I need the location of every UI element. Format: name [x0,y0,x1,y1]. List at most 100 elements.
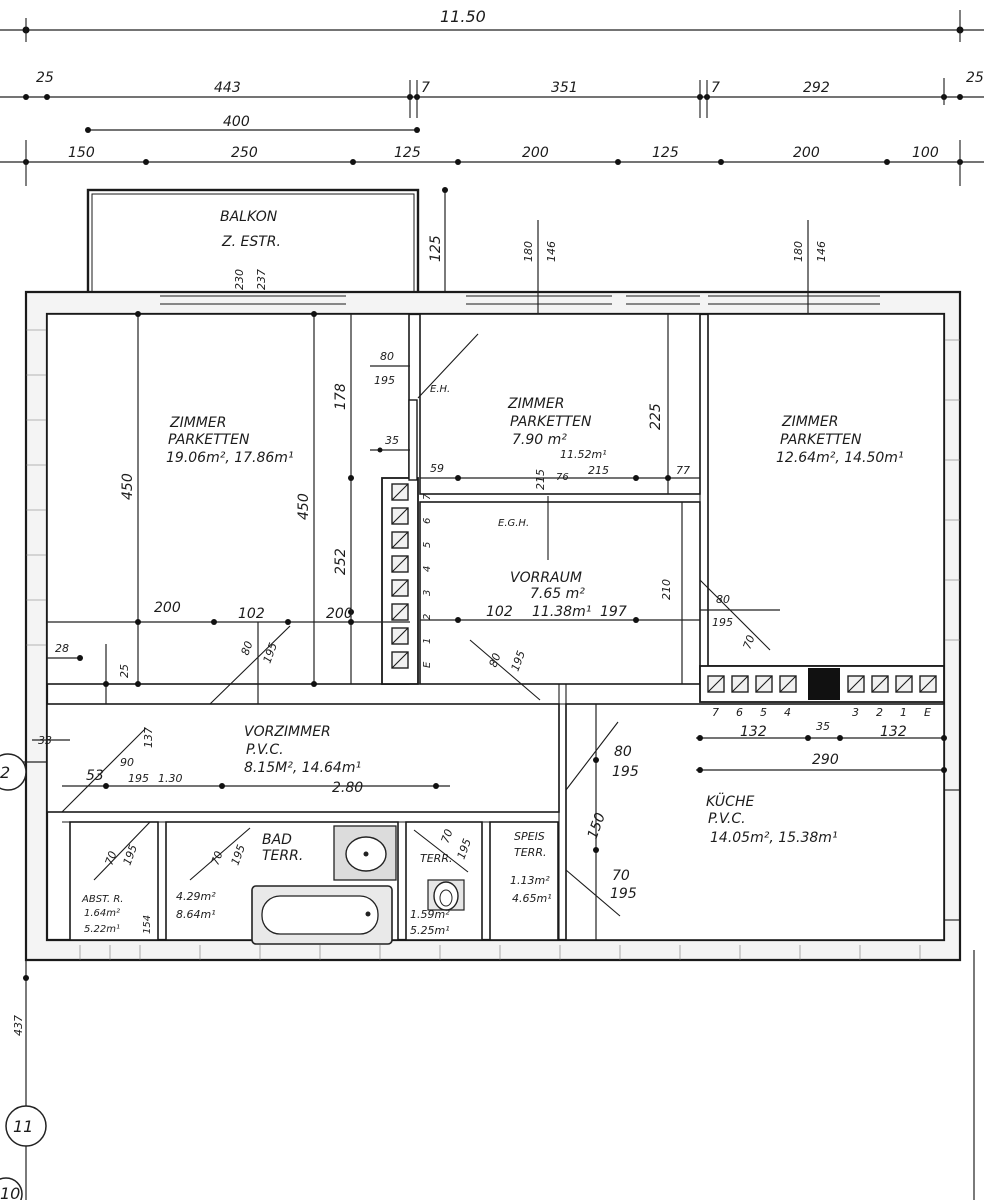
kitchen-label-4: 4 [784,706,791,719]
vorraum-dim2: 197 [600,604,627,620]
vorraum-dim1: 102 [486,604,513,620]
dimension-chains-top: 11.50 25 443 7 351 7 292 25 400 150 250 … [0,7,984,186]
room-zimmer-3: ZIMMER PARKETTEN 12.64m², 14.50m¹ 180 14… [699,220,904,651]
vorraum-dim3: 210 [660,579,673,600]
dim-overall: 11.50 [440,7,486,26]
zimmer3-dim2: 146 [815,241,828,262]
zimmer1-dim9: 25 [118,664,131,678]
zimmer1-area: 19.06m², 17.86m¹ [166,450,294,466]
vorraum-door1: 80 [487,651,504,669]
vorzimmer-name: VORZIMMER [244,724,331,740]
zimmer2-door-top2: 195 [374,374,395,387]
zimmer3-door1: 80 [716,593,730,606]
bathtub-icon [251,885,393,945]
zimmer1-door1: 80 [239,639,256,657]
vorzimmer-dim6: 33 [38,734,52,747]
zimmer2-dim1: 180 [522,241,535,262]
kitchen-label-5: 5 [760,706,767,719]
balcony-sub: Z. ESTR. [221,234,281,250]
zimmer3-name: ZIMMER [781,414,838,430]
balcony-depth: 125 [428,235,444,262]
room-bad: BAD TERR. 4.29m² 8.64m¹ 70 195 [176,825,397,945]
dim-row2-2: 443 [214,80,241,96]
zimmer1-dim7: 200 [326,606,353,622]
axis-label-2: 2 [0,763,10,782]
dim-row2-5: 7 [711,80,720,96]
zimmer1-dim4: 252 [333,548,349,575]
room-vorraum: VORRAUM 7.65 m² 11.38m¹ E.G.H. 102 197 2… [420,496,700,701]
speis-area2: 4.65m¹ [512,892,552,905]
vorraum-marker: E.G.H. [498,518,529,529]
dim-row2-6: 292 [803,80,830,96]
zimmer1-door3: 35 [385,434,399,447]
vorraum-name: VORRAUM [510,570,582,586]
room-vorzimmer: VORZIMMER P.V.C. 8.15M², 14.64m¹ 2.80 53… [32,704,639,940]
room-kueche: KÜCHE P.V.C. 14.05m², 15.38m¹ 132 35 132… [565,720,947,917]
zimmer3-floor: PARKETTEN [780,432,862,448]
zimmer2-dim7: 77 [676,464,690,477]
bad-area2: 8.64m¹ [176,908,216,921]
zimmer1-dim1: 450 [120,473,136,500]
vorraum-area2: 11.38m¹ [532,604,591,620]
dim-row3-3: 125 [394,145,421,161]
zimmer1-dim6: 102 [238,606,265,622]
zimmer1-dim2: 178 [333,383,349,410]
vorzimmer-area: 8.15M², 14.64m¹ [244,760,361,776]
vorzimmer-floor: P.V.C. [246,742,284,758]
dim-row2-4: 351 [551,80,578,96]
room-zimmer-1: ZIMMER PARKETTEN 19.06m², 17.86m¹ 450 45… [47,311,479,705]
axis-label-10: 10 [0,1184,20,1200]
abst-area2: 5.22m¹ [84,924,120,935]
zimmer2-name: ZIMMER [507,396,564,412]
zimmer3-dim1: 180 [792,241,805,262]
kueche-door3: 70 [612,868,630,884]
kueche-door4: 195 [610,886,637,902]
dim-row3-2: 250 [231,145,258,161]
zimmer1-name: ZIMMER [169,415,226,431]
wc-name: TERR. [420,852,452,865]
kitchen-label-3: 3 [852,706,859,719]
wc-area: 1.59m² [410,908,450,921]
interior-walls [46,313,945,941]
shaft-label-2: 2 [422,614,433,620]
kitchen-label-1: 1 [900,706,907,719]
kitchen-label-e: E [924,706,931,719]
room-zimmer-2: ZIMMER PARKETTEN 7.90 m² 11.52m¹ E.H. 18… [420,220,700,494]
toilet-icon [427,879,465,911]
axis-marker-11 [5,1105,47,1147]
kitchen-label-2: 2 [876,706,883,719]
shaft-label-e: E [422,661,433,668]
dim-row3-1: 150 [68,145,95,161]
zimmer3-door2: 195 [712,616,733,629]
abst-door1: 70 [103,849,120,867]
axis-markers: 2 11 10 [0,753,47,1200]
balcony-name: BALKON [220,209,278,225]
speis-area: 1.13m² [510,874,550,887]
zimmer2-dim2: 146 [545,241,558,262]
kueche-dim4: 290 [812,752,839,768]
shaft-label-4: 4 [422,566,433,572]
wc-area2: 5.25m¹ [410,924,450,937]
speis-floor: TERR. [514,846,546,859]
abst-area: 1.64m² [84,908,120,919]
vorzimmer-dim2: 53 [86,768,104,784]
zimmer1-floor: PARKETTEN [168,432,250,448]
bad-area: 4.29m² [176,890,216,903]
dim-row3-5: 125 [652,145,679,161]
bad-name: BAD [262,832,292,848]
room-speis: SPEIS TERR. 1.13m² 4.65m¹ [510,830,552,905]
zimmer2-dim5: 215 [588,464,609,477]
zimmer2-area2: 11.52m¹ [560,448,607,461]
zimmer2-dim3: 225 [648,403,664,430]
storage-column: E 1 2 3 4 5 6 7 [391,483,433,669]
dim-left-height: 437 [12,1015,25,1036]
vorzimmer-dim4: 195 [128,772,149,785]
zimmer2-dim8: 76 [556,472,569,483]
speis-name: SPEIS [514,830,545,843]
abst-name: ABST. R. [81,894,123,905]
balcony: BALKON Z. ESTR. 230 237 125 [86,187,448,299]
zimmer2-floor: PARKETTEN [510,414,592,430]
dim-row2-1: 25 [36,70,54,86]
dim-row3-top: 400 [223,114,250,130]
